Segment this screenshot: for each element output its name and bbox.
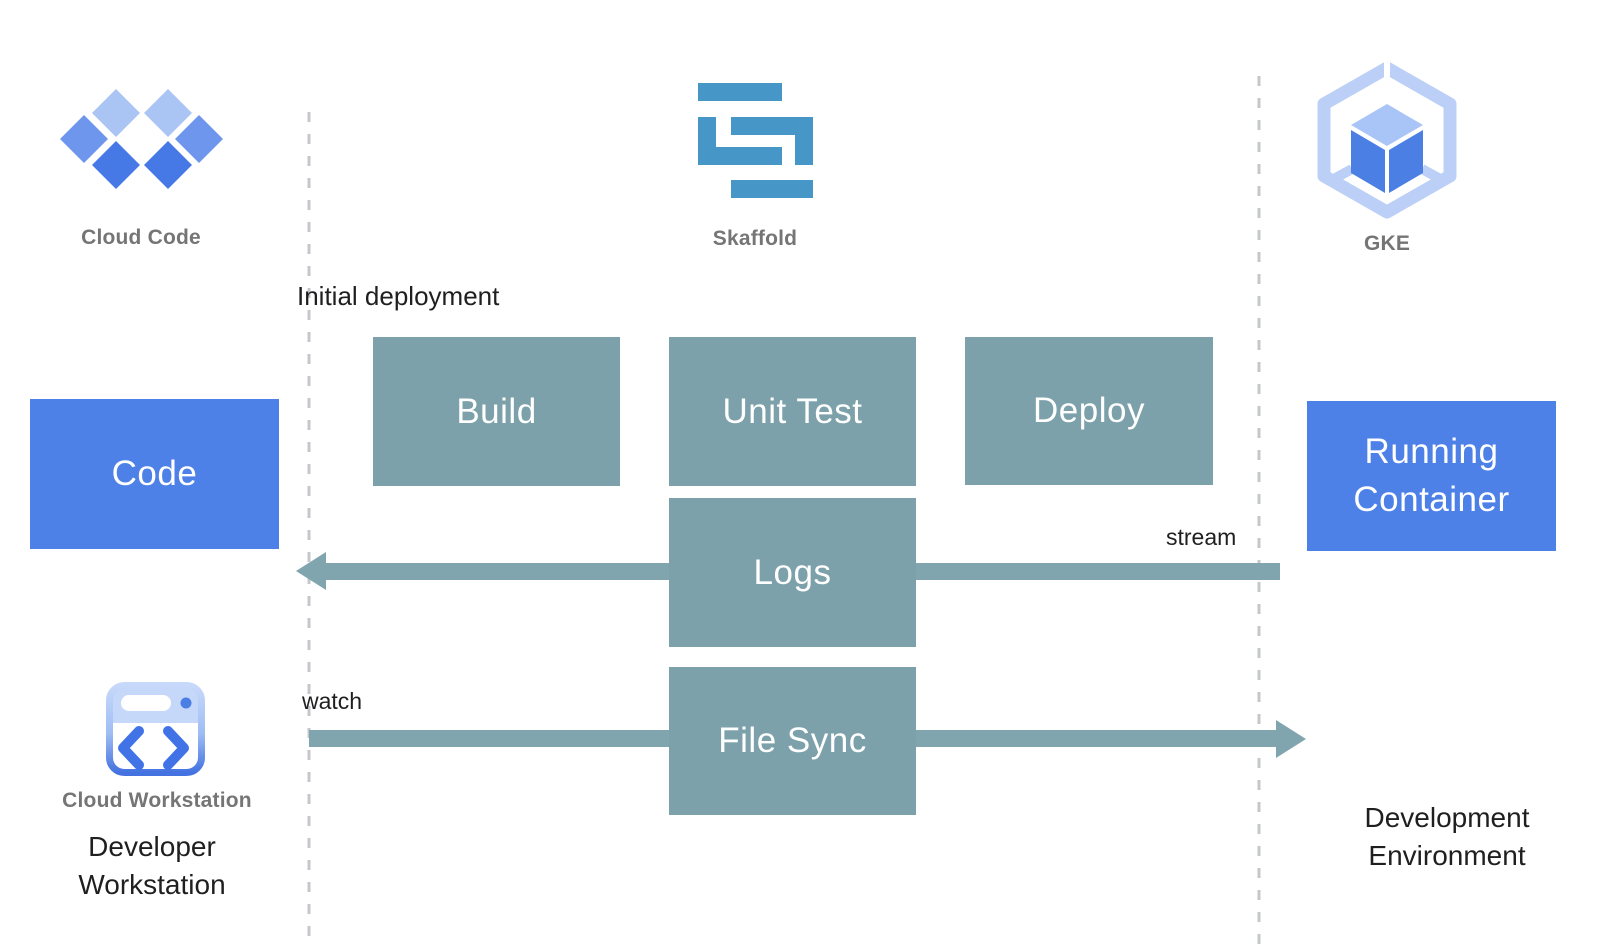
running-container-box-label: Running Container: [1353, 432, 1510, 519]
cloud-code-icon: [60, 89, 223, 189]
cloud-code-label: Cloud Code: [81, 226, 201, 249]
running-container-box: Running Container: [1307, 401, 1556, 551]
gke-icon: [1317, 58, 1457, 219]
cloud-workstation-icon: [106, 682, 205, 776]
watch-label: watch: [302, 688, 363, 714]
build-box: Build: [373, 337, 620, 486]
deploy-box-label: Deploy: [1033, 391, 1145, 430]
unit-test-box-label: Unit Test: [722, 391, 863, 431]
code-box-label: Code: [111, 454, 198, 493]
developer-workstation-label: Developer Workstation: [78, 831, 226, 900]
initial-deployment-label: Initial deployment: [297, 281, 500, 311]
skaffold-label: Skaffold: [712, 227, 798, 250]
stream-label: stream: [1166, 524, 1237, 550]
cloud-workstation-label: Cloud Workstation: [62, 789, 252, 812]
code-box: Code: [30, 399, 279, 549]
skaffold-icon: [698, 83, 813, 198]
deploy-box: Deploy: [965, 337, 1213, 485]
development-environment-label: Development Environment: [1364, 802, 1530, 871]
logs-box-label: Logs: [753, 552, 832, 592]
file-sync-box-label: File Sync: [718, 721, 867, 760]
file-sync-box: File Sync: [669, 667, 916, 815]
gke-label: GKE: [1363, 232, 1411, 255]
logs-box: Logs: [669, 498, 916, 647]
build-box-label: Build: [456, 391, 537, 431]
unit-test-box: Unit Test: [669, 337, 916, 486]
